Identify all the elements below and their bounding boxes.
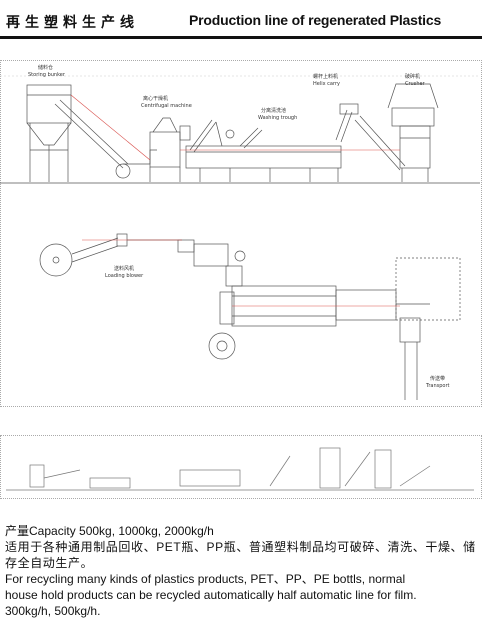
label-centrifugal-cn: 离心干燥机: [143, 95, 168, 102]
inclined-conveyor-drawing: [189, 119, 263, 153]
flow-lines: [70, 94, 400, 307]
feed-pipe-drawing: [54, 99, 157, 179]
label-helix-cn: 螺杆上料机: [313, 73, 338, 80]
label-washing-en: Washing trough: [258, 115, 297, 121]
description-cn-line-1: 适用于各种通用制品回收、PET瓶、PP瓶、普通塑料制品均可破碎、清洗、干燥、储: [5, 540, 476, 554]
storing-bunker-drawing: [26, 84, 72, 182]
label-transport-en: Transport: [425, 383, 450, 389]
capacity-line: 产量Capacity 500kg, 1000kg, 2000kg/h: [5, 524, 214, 538]
description-en-line-1: For recycling many kinds of plastics pro…: [5, 572, 406, 586]
label-blower-cn: 送料风机: [114, 265, 134, 272]
plan-view-drawing: [39, 233, 461, 400]
label-storing-en: Storing bunker: [28, 72, 66, 78]
photo-strip-drawing: [6, 447, 474, 491]
header-rule: [0, 36, 482, 39]
label-transport-cn: 传送带: [430, 375, 445, 382]
label-storing-cn: 储料仓: [38, 64, 53, 71]
description-cn-line-2: 存全自动生产。: [5, 556, 94, 570]
helix-carry-drawing: [335, 103, 406, 171]
title-english: Production line of regenerated Plastics: [189, 12, 442, 28]
label-helix-en: Helix carry: [313, 81, 340, 87]
label-blower-en: Loading blower: [105, 273, 144, 279]
label-washing-cn: 分离清洗池: [261, 107, 286, 114]
description-en-line-3: 300kg/h, 500kg/h.: [5, 604, 101, 618]
washing-trough-drawing: [185, 145, 342, 182]
title-chinese: 再生塑料生产线: [6, 15, 139, 31]
label-centrifugal-en: Centrifugal machine: [141, 103, 192, 109]
description-en-line-2: house hold products can be recycled auto…: [5, 588, 417, 602]
label-crusher-en: Crusher: [405, 81, 426, 87]
label-crusher-cn: 破碎机: [405, 73, 420, 80]
centrifugal-machine-drawing: [149, 117, 191, 182]
description-block: 产量Capacity 500kg, 1000kg, 2000kg/h 适用于各种…: [5, 523, 479, 619]
page-header: 再生塑料生产线 Production line of regenerated P…: [0, 0, 482, 40]
crusher-drawing: [387, 83, 439, 182]
